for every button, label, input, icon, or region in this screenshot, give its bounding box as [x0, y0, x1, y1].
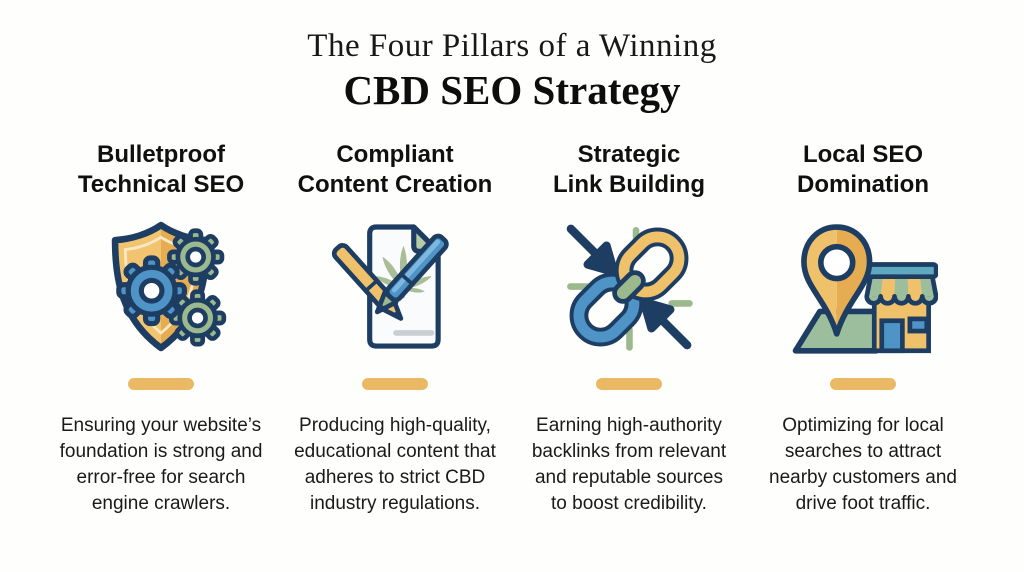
- shield-gears-icon: [86, 212, 236, 362]
- divider-bar: [362, 378, 428, 390]
- pillar-title: Compliant Content Creation: [297, 141, 493, 198]
- main-title-line1: The Four Pillars of a Winning: [307, 28, 717, 64]
- pillar-description: Earning high-authority backlinks from re…: [531, 415, 727, 514]
- pillar-title: Strategic Link Building: [553, 141, 705, 198]
- chain-links-icon: [554, 212, 704, 362]
- divider-bar: [128, 378, 194, 390]
- pillar-link-building: Strategic Link Building: [512, 136, 746, 517]
- main-title-line2: CBD SEO Strategy: [343, 67, 681, 113]
- pillar-columns: Bulletproof Technical SEO: [0, 136, 1024, 517]
- header: The Four Pillars of a Winning CBD SEO St…: [0, 0, 1024, 114]
- pillar-title: Local SEO Domination: [797, 141, 929, 198]
- divider-bar: [830, 378, 896, 390]
- divider-bar: [596, 378, 662, 390]
- pillar-description: Ensuring your website’s foundation is st…: [59, 415, 263, 514]
- pillar-description: Producing high-quality, educational cont…: [294, 415, 496, 514]
- pillar-technical-seo: Bulletproof Technical SEO: [44, 136, 278, 517]
- document-pens-icon: [320, 212, 470, 362]
- pillar-content-creation: Compliant Content Creation: [278, 136, 512, 517]
- pillar-local-seo: Local SEO Domination: [746, 136, 980, 517]
- pillar-title: Bulletproof Technical SEO: [77, 141, 245, 198]
- pillar-description: Optimizing for local searches to attract…: [769, 415, 957, 514]
- map-pin-store-icon: [788, 212, 938, 362]
